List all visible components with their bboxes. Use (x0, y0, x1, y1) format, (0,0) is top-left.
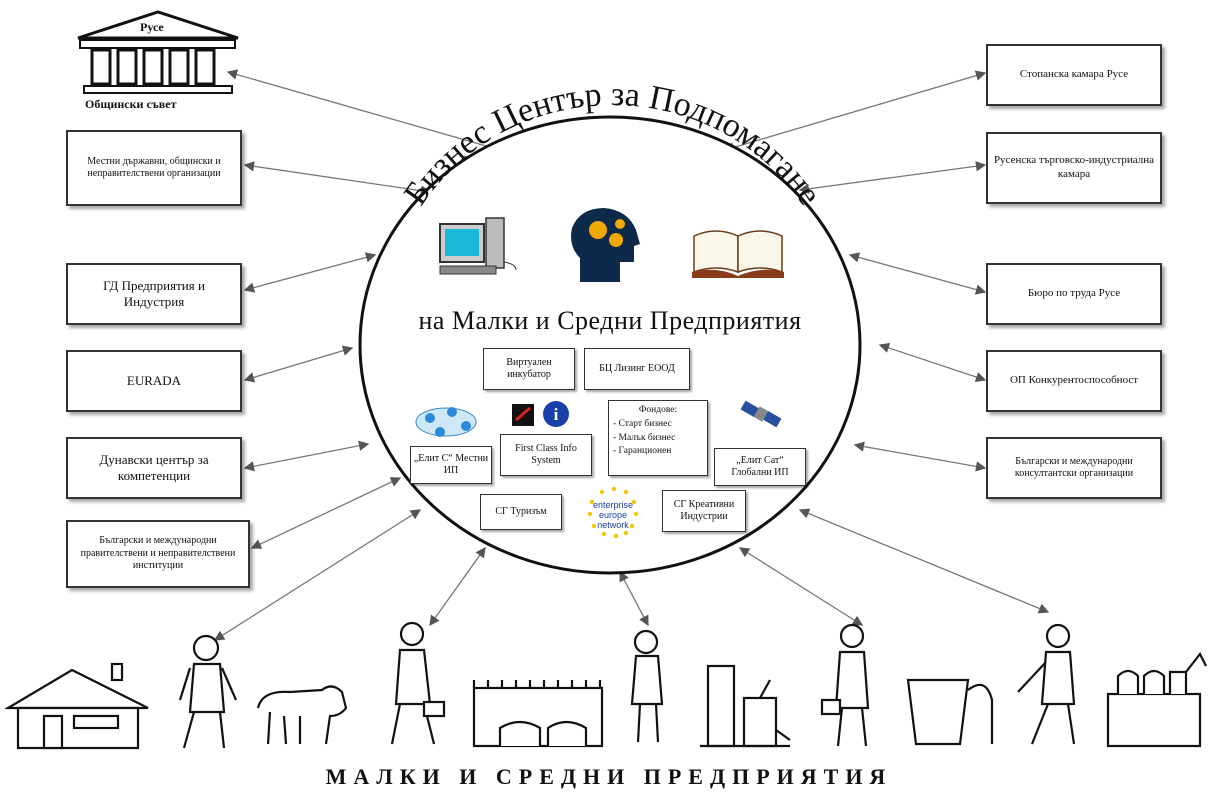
manager-icon (820, 623, 870, 747)
city-hall-icon (77, 10, 239, 94)
leasing-box: БЦ Лизинг ЕООД (584, 348, 690, 390)
fuel-pump-icon (906, 678, 994, 746)
building-bottom-label: Общински съвет (85, 97, 177, 111)
bull-icon (256, 685, 348, 745)
info-icon-letter: i (554, 405, 559, 424)
first-class-box: First Class Info System (500, 434, 592, 476)
eu-stars-icon (587, 486, 639, 539)
labour-box: Бюро по труда Русе (986, 263, 1162, 325)
tourism-box: СГ Туризъм (480, 494, 562, 530)
eurada-box: EURADA (66, 350, 242, 412)
walking-man-icon (1017, 623, 1076, 745)
silo-icon (1106, 651, 1207, 748)
businessman-icon (390, 621, 446, 745)
first-class-mark-icon (515, 406, 531, 422)
elit-sat-box: „Елит Сат“ Глобални ИП (714, 448, 806, 486)
satellite-icon (740, 400, 782, 428)
bg-intl-box: Български и международни правителствени … (66, 520, 250, 588)
factory-icon (472, 680, 604, 748)
virtual-incubator-box: Виртуален инкубатор (483, 348, 575, 390)
rcci-box: Русенска търговско-индустриална камара (986, 132, 1162, 204)
house-icon (3, 662, 149, 750)
local-orgs-box: Местни държавни, общински и неправителст… (66, 130, 242, 206)
sme-illustrations (3, 621, 1207, 750)
connector-lines (213, 69, 1050, 641)
person-icon (178, 634, 238, 749)
center-subtitle: на Малки и Средни Предприятия (418, 306, 802, 335)
computer-icon (439, 217, 517, 275)
woman-icon (630, 629, 664, 743)
plant-icon (700, 664, 791, 748)
network-icon (415, 407, 477, 437)
een-logo-word: network (597, 520, 629, 530)
funds-title: Фондове: (638, 405, 678, 415)
chamber-box: Стопанска камара Русе (986, 44, 1162, 106)
funds-box: Фондове: - Старт бизнес - Малък бизнес -… (608, 400, 708, 476)
funds-item: - Малък бизнес (613, 432, 676, 443)
info-icon (543, 401, 569, 427)
funds-item: - Гаранционен (613, 446, 672, 457)
op-box: ОП Конкурентоспособност (986, 350, 1162, 412)
danube-box: Дунавски център за компетенции (66, 437, 242, 499)
head-gears-icon (571, 208, 640, 282)
elit-s-box: „Елит С“ Местни ИП (410, 446, 492, 484)
book-icon (692, 230, 784, 278)
building-top-label: Русе (140, 20, 164, 34)
een-logo-word: europe (599, 510, 627, 520)
consult-box: Български и международни консултантски о… (986, 437, 1162, 499)
dg-box: ГД Предприятия и Индустрия (66, 263, 242, 325)
een-logo-word: enterprise (593, 500, 633, 510)
funds-item: - Старт бизнес (613, 418, 672, 429)
bottom-label: МАЛКИ И СРЕДНИ ПРЕДПРИЯТИЯ (325, 764, 893, 789)
creative-box: СГ Креативни Индустрии (662, 490, 746, 532)
